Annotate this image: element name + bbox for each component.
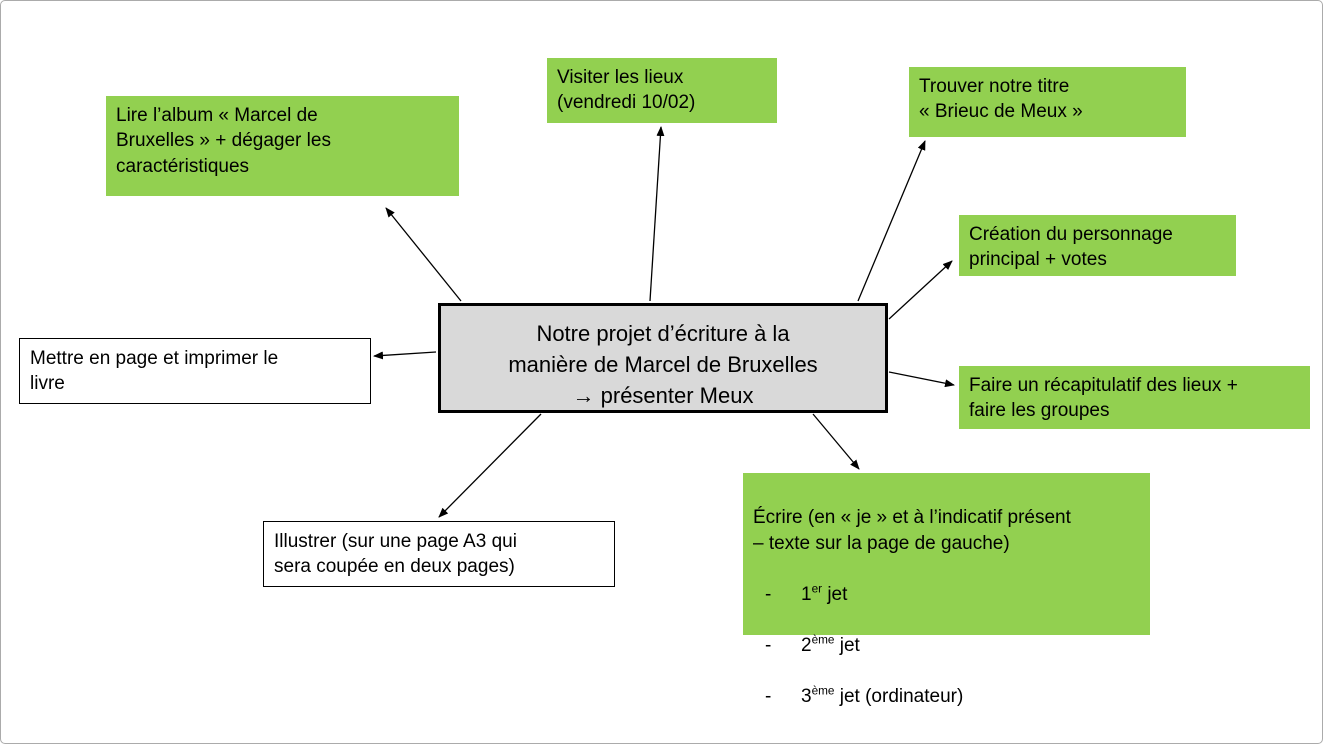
node-ecrire: Écrire (en « je » et à l’indicatif prése… — [743, 473, 1150, 707]
node-ecrire-item-2-text: 2ème jet — [801, 633, 860, 656]
node-visiter-lieux: Visiter les lieux (vendredi 10/02) — [547, 58, 777, 123]
ordinal-suffix: er — [811, 582, 823, 596]
arrow-to-ecrire — [812, 413, 860, 470]
node-ecrire-item-2: - 2ème jet — [753, 633, 1140, 658]
node-ecrire-item-1: - 1er jet — [753, 582, 1140, 607]
node-ecrire-item-3-text: 3ème jet (ordinateur) — [801, 684, 964, 707]
arrow-to-creation — [888, 260, 953, 320]
node-lire-album: Lire l’album « Marcel de Bruxelles » + d… — [106, 96, 459, 196]
list-dash: - — [765, 583, 772, 605]
node-recapitulatif-lieux: Faire un récapitulatif des lieux + faire… — [959, 366, 1310, 429]
node-creation-personnage: Création du personnage principal + votes — [959, 215, 1236, 276]
arrow-to-mettre — [373, 351, 437, 360]
arrow-to-recap — [888, 371, 955, 388]
node-illustrer: Illustrer (sur une page A3 qui sera coup… — [263, 521, 615, 587]
arrow-to-lire-album — [385, 207, 462, 302]
list-dash: - — [765, 685, 772, 707]
node-mettre-en-page: Mettre en page et imprimer le livre — [19, 338, 371, 404]
node-trouver-titre: Trouver notre titre « Brieuc de Meux » — [909, 67, 1186, 137]
node-ecrire-item-3: - 3ème jet (ordinateur) — [753, 684, 1140, 709]
arrow-to-trouver — [857, 140, 926, 302]
arrow-to-visiter — [649, 126, 665, 302]
node-ecrire-intro: Écrire (en « je » et à l’indicatif prése… — [753, 507, 1071, 554]
list-dash: - — [765, 634, 772, 656]
ordinal-suffix: ème — [811, 684, 835, 698]
node-ecrire-item-1-text: 1er jet — [801, 582, 848, 605]
arrow-to-illustrer — [438, 413, 542, 518]
ordinal-suffix: ème — [811, 633, 835, 647]
central-node-projet: Notre projet d’écriture à la manière de … — [438, 303, 888, 413]
